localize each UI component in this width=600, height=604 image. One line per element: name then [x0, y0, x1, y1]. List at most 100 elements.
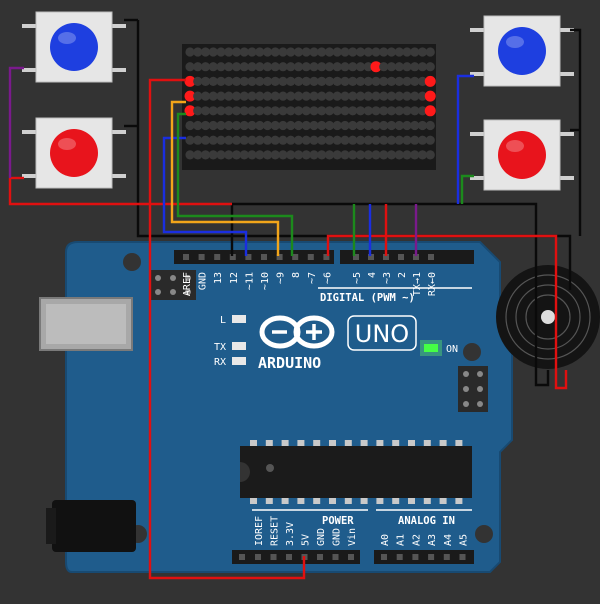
digital-pin-label: 4: [367, 272, 378, 278]
matrix-led: [231, 76, 242, 86]
pushbutton-red-left[interactable]: [22, 117, 126, 189]
matrix-led: [371, 135, 381, 145]
matrix-led: [224, 76, 234, 86]
button-cap[interactable]: [498, 27, 546, 75]
digital-pin[interactable]: [323, 254, 330, 260]
matrix-led: [185, 120, 195, 131]
header-block: [340, 250, 474, 264]
analog-pin[interactable]: [459, 554, 466, 560]
digital-pin[interactable]: [261, 254, 267, 260]
matrix-led: [425, 62, 435, 72]
matrix-led: [332, 91, 342, 101]
pushbutton-blue-right[interactable]: [470, 15, 574, 87]
matrix-led: [301, 47, 311, 57]
power-pin[interactable]: [255, 554, 261, 560]
matrix-led: [417, 135, 428, 145]
power-pin[interactable]: [317, 554, 323, 560]
digital-pin[interactable]: [245, 254, 252, 260]
led-l-label: L: [220, 315, 226, 326]
matrix-led: [355, 135, 366, 145]
matrix-led: [270, 62, 280, 72]
matrix-led: [324, 120, 335, 131]
digital-pin[interactable]: [428, 254, 434, 260]
digital-pin[interactable]: [398, 254, 404, 260]
power-pin[interactable]: [239, 554, 245, 560]
matrix-led: [262, 47, 273, 57]
matrix-led: [193, 91, 203, 101]
digital-pin[interactable]: [276, 254, 283, 260]
matrix-led: [231, 120, 242, 131]
button-cap[interactable]: [498, 131, 546, 179]
digital-pin[interactable]: [368, 254, 374, 260]
digital-pin[interactable]: [383, 254, 389, 260]
power-pin-label: RESET: [270, 516, 281, 546]
digital-pin-label: ~5: [352, 272, 363, 284]
button-cap[interactable]: [50, 23, 98, 71]
power-pin[interactable]: [348, 554, 354, 560]
matrix-led: [309, 47, 319, 57]
digital-pin[interactable]: [307, 254, 314, 260]
digital-pin[interactable]: [183, 254, 189, 260]
matrix-led: [255, 150, 265, 160]
digital-pin[interactable]: [353, 254, 359, 260]
chip-pin: [439, 497, 447, 504]
matrix-led: [379, 135, 389, 145]
matrix-led: [301, 91, 311, 101]
matrix-led: [417, 76, 428, 86]
matrix-led: [394, 120, 404, 131]
analog-pin[interactable]: [428, 554, 435, 560]
analog-pin[interactable]: [381, 554, 387, 560]
power-pin[interactable]: [286, 554, 292, 560]
power-pin[interactable]: [332, 554, 339, 560]
pushbutton-red-right[interactable]: [470, 119, 574, 191]
matrix-led: [371, 150, 381, 160]
matrix-led: [410, 47, 420, 57]
matrix-led: [293, 91, 304, 101]
matrix-led: [394, 106, 404, 116]
wire-blue-btn3: [456, 74, 474, 204]
digital-pin[interactable]: [229, 254, 236, 260]
analog-header-label: ANALOG IN: [398, 515, 455, 527]
digital-pin[interactable]: [198, 254, 205, 260]
digital-pin[interactable]: [214, 254, 221, 260]
chip-pin: [455, 440, 463, 447]
digital-pin[interactable]: [292, 254, 299, 260]
analog-pin[interactable]: [412, 554, 419, 560]
buzzer-ring: [515, 284, 581, 350]
matrix-led: [239, 76, 249, 86]
matrix-led: [293, 106, 304, 116]
chip-pin: [297, 497, 305, 504]
matrix-led: [324, 47, 335, 57]
digital-pin[interactable]: [413, 254, 419, 260]
matrix-led: [247, 76, 257, 86]
matrix-led: [208, 120, 218, 131]
led-matrix: [182, 44, 436, 170]
chip-pin: [265, 497, 273, 504]
button-leg: [22, 130, 36, 134]
matrix-led: [386, 91, 397, 101]
button-shine: [58, 32, 76, 44]
matrix-led-lit: [424, 75, 436, 87]
usb-connector-face: [46, 304, 126, 344]
piezo-buzzer: [496, 265, 600, 369]
wire-buzzer-gnd: [534, 236, 550, 387]
matrix-led: [231, 91, 242, 101]
matrix-led: [309, 120, 319, 131]
matrix-led: [216, 62, 226, 72]
matrix-led: [224, 106, 234, 116]
matrix-led: [301, 150, 311, 160]
power-pin-label: 3.3V: [285, 522, 296, 546]
matrix-led: [216, 106, 226, 116]
buzzer-center: [541, 310, 555, 324]
button-leg: [560, 176, 574, 180]
analog-pin[interactable]: [443, 554, 450, 560]
pushbutton-blue-left[interactable]: [22, 11, 126, 83]
power-pin[interactable]: [270, 554, 277, 560]
analog-pin[interactable]: [396, 554, 403, 560]
matrix-led: [394, 91, 404, 101]
button-cap[interactable]: [50, 129, 98, 177]
wires: [8, 18, 582, 580]
matrix-led: [193, 62, 203, 72]
matrix-led: [208, 106, 218, 116]
